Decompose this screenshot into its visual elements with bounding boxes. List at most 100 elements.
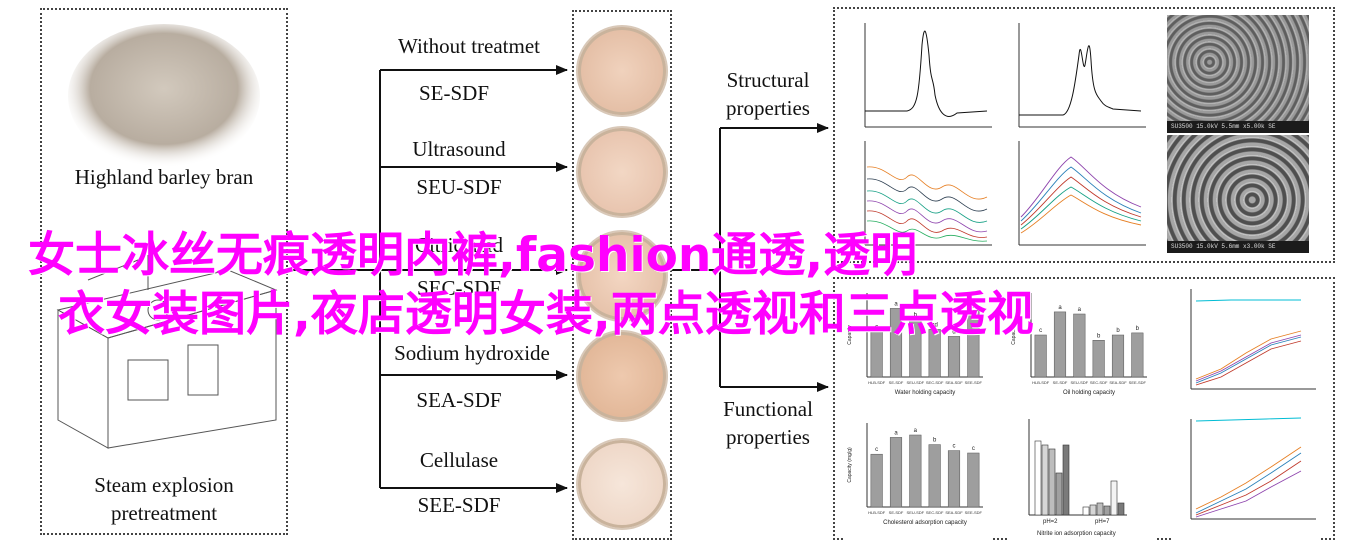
treatment-code-4: SEE-SDF xyxy=(417,493,501,517)
bar-category-label: SEE-SDF xyxy=(1129,380,1147,385)
bar-SEC-SDF xyxy=(1092,340,1105,378)
pretreatment-line2: pretreatment xyxy=(110,501,218,525)
bar-letter: c xyxy=(1039,328,1042,334)
bar-letter: a xyxy=(914,428,918,434)
bar-letter: b xyxy=(1116,328,1120,334)
bar-SEU-SDF xyxy=(909,319,922,378)
bar-letter: b xyxy=(933,438,937,444)
bar-category-label: SEA-SDF xyxy=(945,510,963,515)
ftir-spectra-panel xyxy=(847,137,997,257)
treatment-name-4: Cellulase xyxy=(419,448,499,472)
bar-category-label: SEC-SDF xyxy=(926,380,944,385)
structural-properties-line1: Structural xyxy=(726,68,810,92)
nitrite-adsorption-chart: pH=2 pH=7 Nitrite ion adsorption capacit… xyxy=(1007,413,1157,541)
dpph-scavenging-chart xyxy=(1171,283,1321,411)
bar-category-label: SEU-SDF xyxy=(1071,380,1089,385)
chart-ylabel: Capacity (mg/g) xyxy=(847,447,853,483)
bar-letter: a xyxy=(972,304,976,310)
chromatogram-a-panel xyxy=(847,15,997,140)
chart-xlabel: Cholesterol adsorption capacity xyxy=(883,520,967,526)
structural-properties-line2: properties xyxy=(726,96,810,120)
treatment-code-2: SEC-SDF xyxy=(416,276,502,300)
raw-material-box: Highland barley bran Steam explosion pre… xyxy=(40,8,288,535)
bran-powder-image xyxy=(68,24,260,166)
product-samples-box xyxy=(572,10,672,540)
bar-letter: a xyxy=(1058,305,1062,311)
bar-SEC-SDF xyxy=(928,329,941,378)
bar-letter: b xyxy=(914,313,918,319)
abts-scavenging-chart xyxy=(1171,413,1321,541)
bar-category-label: SEU-SDF xyxy=(907,510,925,515)
bar-letter: c xyxy=(953,444,956,450)
chart-xlabel: Water holding capacity xyxy=(895,390,955,396)
bar-letter: d xyxy=(952,329,955,335)
bar-letter: c xyxy=(972,446,975,452)
bar-letter: c xyxy=(875,447,878,453)
sample-bowl-sea-sdf xyxy=(578,332,666,420)
bar-category-label: SEE-SDF xyxy=(965,510,983,515)
bar-letter: c xyxy=(875,325,878,331)
sem-image-2: SU3500 15.0kV 5.6mm x3.00k SE xyxy=(1167,135,1309,253)
bar-HLB-SDF xyxy=(870,453,883,508)
treatment-name-0: Without treatmet xyxy=(397,34,541,58)
bar-letter: a xyxy=(894,301,898,307)
bar-category-label: SEA-SDF xyxy=(945,380,963,385)
sem-caption-2: SU3500 15.0kV 5.6mm x3.00k SE xyxy=(1167,241,1309,253)
nitrite-cat-1: pH=7 xyxy=(1095,519,1110,525)
sample-bowl-sec-sdf xyxy=(578,232,666,320)
treatment-name-3: Sodium hydroxide xyxy=(394,341,550,365)
bar-SE-SDF xyxy=(1053,311,1067,378)
bar-letter: a xyxy=(894,430,898,436)
chromatogram-b-panel xyxy=(1001,15,1151,140)
bar-SEE-SDF xyxy=(967,452,980,508)
sem-image-1: SU3500 15.0kV 5.5mm x5.00k SE xyxy=(1167,15,1309,133)
bar-HLB-SDF xyxy=(1034,334,1047,378)
bar-category-label: SEU-SDF xyxy=(907,380,925,385)
pretreatment-line1: Steam explosion xyxy=(94,473,234,497)
bar-category-label: SE-SDF xyxy=(889,380,904,385)
bar-category-label: HLB-SDF xyxy=(868,380,886,385)
cholesterol-adsorption-chart: cHLB-SDFaSE-SDFaSEU-SDFbSEC-SDFcSEA-SDFc… xyxy=(843,413,993,541)
treatment-code-0: SE-SDF xyxy=(418,81,490,105)
functional-properties-line2: properties xyxy=(726,425,810,449)
bar-category-label: SEC-SDF xyxy=(1090,380,1108,385)
bar-SEE-SDF xyxy=(1131,332,1144,378)
bar-SEU-SDF xyxy=(1073,313,1086,378)
overlay-text-line2: 衣女装图片,夜店透明女装,两点透视和三点透视 xyxy=(58,287,1034,342)
treatment-name-1: Ultrasound xyxy=(412,137,506,161)
bar-letter: a xyxy=(1078,307,1082,313)
steam-explosion-equipment-drawing xyxy=(56,255,278,449)
bar-SEE-SDF xyxy=(967,310,980,378)
raw-material-title: Highland barley bran xyxy=(74,165,254,189)
bar-category-label: HLB-SDF xyxy=(868,510,886,515)
bar-SE-SDF xyxy=(889,308,903,378)
chart-ylabel: Capacity xyxy=(847,325,853,345)
sample-bowl-se-sdf xyxy=(578,27,666,115)
treatment-code-1: SEU-SDF xyxy=(416,175,502,199)
bar-category-label: HLB-SDF xyxy=(1032,380,1050,385)
sample-bowl-see-sdf xyxy=(578,440,666,528)
bar-SEU-SDF xyxy=(909,434,922,508)
treatment-code-3: SEA-SDF xyxy=(416,388,502,412)
bar-letter: b xyxy=(1136,326,1140,332)
bar-category-label: SEE-SDF xyxy=(965,380,983,385)
chart-xlabel: Oil holding capacity xyxy=(1063,390,1115,396)
bar-category-label: SE-SDF xyxy=(1053,380,1068,385)
structural-properties-box: SU3500 15.0kV 5.5mm x5.00k SE SU3500 15.… xyxy=(833,7,1335,263)
bar-letter: cd xyxy=(931,322,937,328)
bar-SEA-SDF xyxy=(1111,334,1125,378)
bar-SE-SDF xyxy=(889,437,903,508)
bar-HLB-SDF xyxy=(870,331,883,378)
sample-bowl-seu-sdf xyxy=(578,128,666,216)
bar-category-label: SEA-SDF xyxy=(1109,380,1127,385)
bar-SEC-SDF xyxy=(928,444,941,508)
bar-SEA-SDF xyxy=(947,450,961,508)
overlay-text-line1: 女士冰丝无痕透明内裤,fashion通透,透明 xyxy=(28,228,918,283)
bar-letter: b xyxy=(1097,333,1101,339)
bar-category-label: SEC-SDF xyxy=(926,510,944,515)
bar-SEA-SDF xyxy=(947,336,961,378)
